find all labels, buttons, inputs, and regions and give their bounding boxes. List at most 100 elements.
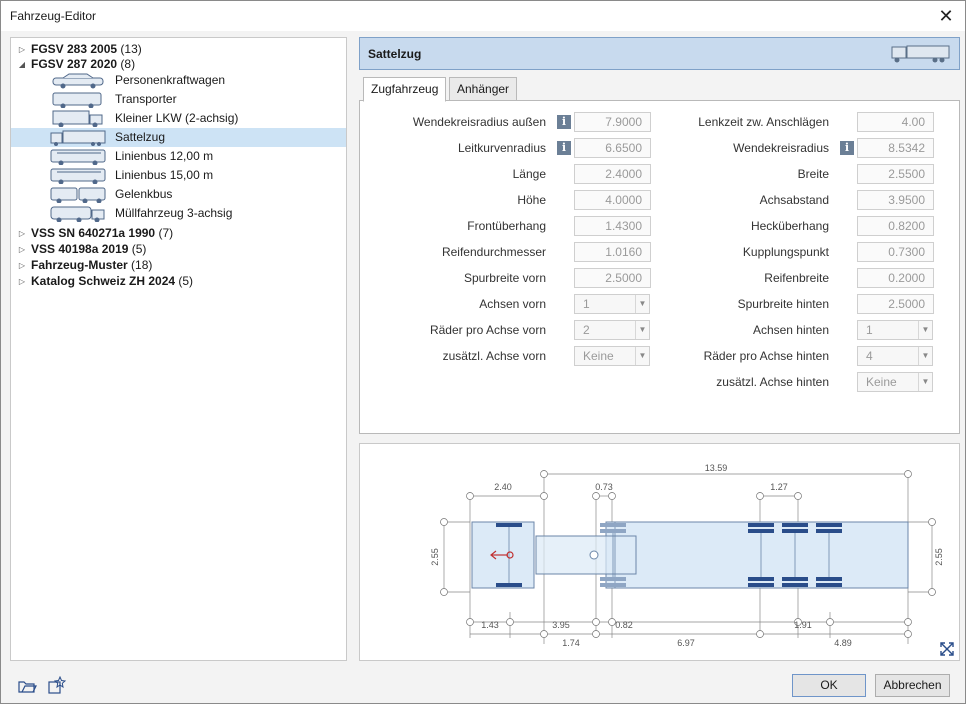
field-label: Breite xyxy=(797,167,829,181)
window-title: Fahrzeug-Editor xyxy=(10,9,97,23)
vehicle-title: Sattelzug xyxy=(368,47,422,61)
field-input[interactable]: 6.6500 xyxy=(574,138,651,158)
tree-item[interactable]: Linienbus 15,00 m xyxy=(11,166,346,185)
tree-item[interactable]: Sattelzug xyxy=(11,128,346,147)
bus-icon xyxy=(50,168,106,184)
tab-anhaenger[interactable]: Anhänger xyxy=(449,77,518,101)
field-input[interactable]: 0.8200 xyxy=(857,216,934,236)
dim-wheelbase: 3.95 xyxy=(552,620,570,630)
tree-group-name: FGSV 283 2005 xyxy=(31,42,118,56)
chevron-down-icon[interactable]: ▼ xyxy=(635,321,649,339)
tree-group-label: FGSV 287 2020 (8) xyxy=(31,55,135,74)
chevron-down-icon[interactable]: ▼ xyxy=(918,321,932,339)
tree-item[interactable]: Gelenkbus xyxy=(11,185,346,204)
tree-group-label: VSS 40198a 2019 (5) xyxy=(31,240,146,259)
field-combo[interactable]: 1▼ xyxy=(857,320,933,340)
vehicle-tree[interactable]: ▷ FGSV 283 2005 (13) ◢ FGSV 287 2020 (8)Per… xyxy=(10,37,347,661)
field-combo[interactable]: 4▼ xyxy=(857,346,933,366)
dim-b2: 6.97 xyxy=(677,638,695,648)
field-label: Wendekreisradius außen xyxy=(412,115,546,129)
field-combo[interactable]: 1▼ xyxy=(574,294,650,314)
field-label: Räder pro Achse hinten xyxy=(703,349,829,363)
field-label: Achsen vorn xyxy=(479,297,546,311)
field-label: Lenkzeit zw. Anschlägen xyxy=(698,115,829,129)
collapsed-arrow-icon[interactable]: ▷ xyxy=(18,277,26,286)
combo-value: Keine xyxy=(866,375,897,389)
dim-coupling: 0.73 xyxy=(595,482,613,492)
field-input[interactable]: 2.4000 xyxy=(574,164,651,184)
field-label: Kupplungspunkt xyxy=(742,245,829,259)
field-input[interactable]: 7.9000 xyxy=(574,112,651,132)
collapsed-arrow-icon[interactable]: ▷ xyxy=(18,261,26,270)
field-combo[interactable]: 2▼ xyxy=(574,320,650,340)
van-icon xyxy=(52,92,102,108)
tab-zugfahrzeug[interactable]: Zugfahrzeug xyxy=(363,77,447,102)
dim-front-length: 2.40 xyxy=(494,482,512,492)
dim-trailer-axle: 1.91 xyxy=(794,620,812,630)
field-label: Reifendurchmesser xyxy=(441,245,546,259)
field-input[interactable]: 8.5342 xyxy=(857,138,934,158)
truck-icon xyxy=(52,110,103,127)
field-input[interactable]: 2.5000 xyxy=(857,294,934,314)
field-label: Wendekreisradius xyxy=(733,141,829,155)
expanded-arrow-icon[interactable]: ◢ xyxy=(18,60,26,69)
tree-group-label: FGSV 283 2005 (13) xyxy=(31,40,142,59)
chevron-down-icon[interactable]: ▼ xyxy=(918,347,932,365)
cancel-button[interactable]: Abbrechen xyxy=(875,674,950,697)
field-input[interactable]: 1.4300 xyxy=(574,216,651,236)
tree-item-label: Gelenkbus xyxy=(115,187,173,201)
field-input[interactable]: 2.5000 xyxy=(574,268,651,288)
chevron-down-icon[interactable]: ▼ xyxy=(635,295,649,313)
dim-width-right: 2.55 xyxy=(934,548,944,566)
tree-group-count: (13) xyxy=(120,42,142,56)
tree-group-label: VSS SN 640271a 1990 (7) xyxy=(31,224,173,243)
tree-item[interactable]: Müllfahrzeug 3-achsig xyxy=(11,204,346,223)
tree-item[interactable]: Personenkraftwagen xyxy=(11,71,346,90)
field-input[interactable]: 4.00 xyxy=(857,112,934,132)
field-label: Achsen hinten xyxy=(752,323,829,337)
chevron-down-icon[interactable]: ▼ xyxy=(635,347,649,365)
info-icon[interactable]: i xyxy=(557,115,571,129)
tree-item-label: Linienbus 12,00 m xyxy=(115,149,214,163)
field-input[interactable]: 3.9500 xyxy=(857,190,934,210)
field-combo[interactable]: Keine▼ xyxy=(574,346,650,366)
field-label: zusätzl. Achse hinten xyxy=(716,375,829,389)
field-label: Frontüberhang xyxy=(467,219,546,233)
combo-value: 2 xyxy=(583,323,590,337)
zoom-fit-icon[interactable] xyxy=(940,642,954,656)
info-icon[interactable]: i xyxy=(840,141,854,155)
field-label: Räder pro Achse vorn xyxy=(429,323,546,337)
tree-item[interactable]: Transporter xyxy=(11,90,346,109)
dim-width-left: 2.55 xyxy=(430,548,440,566)
collapsed-arrow-icon[interactable]: ▷ xyxy=(18,245,26,254)
info-icon[interactable]: i xyxy=(557,141,571,155)
collapsed-arrow-icon[interactable]: ▷ xyxy=(18,229,26,238)
field-input[interactable]: 0.2000 xyxy=(857,268,934,288)
favorite-add-icon[interactable] xyxy=(47,676,67,696)
tree-group-count: (5) xyxy=(178,274,194,288)
dim-front-overhang: 1.43 xyxy=(481,620,499,630)
tree-group-count: (8) xyxy=(120,57,136,71)
close-icon[interactable]: ✕ xyxy=(938,6,954,26)
vehicle-diagram: 13.59 2.40 0.73 1.27 2.55 2.55 1.43 3.95… xyxy=(359,443,960,661)
tree-group-name: VSS 40198a 2019 xyxy=(31,242,129,256)
open-folder-icon[interactable] xyxy=(17,676,37,696)
garbage-truck-icon xyxy=(50,206,105,222)
tree-group-name: VSS SN 640271a 1990 xyxy=(31,226,156,240)
tree-item-label: Müllfahrzeug 3-achsig xyxy=(115,206,233,220)
ok-button[interactable]: OK xyxy=(792,674,866,697)
field-label: Hecküberhang xyxy=(750,219,829,233)
field-label: Reifenbreite xyxy=(764,271,829,285)
tree-item[interactable]: Linienbus 12,00 m xyxy=(11,147,346,166)
chevron-down-icon[interactable]: ▼ xyxy=(918,373,932,391)
field-input[interactable]: 1.0160 xyxy=(574,242,651,262)
tree-item-label: Kleiner LKW (2-achsig) xyxy=(115,111,239,125)
field-input[interactable]: 4.0000 xyxy=(574,190,651,210)
tree-item[interactable]: Kleiner LKW (2-achsig) xyxy=(11,109,346,128)
collapsed-arrow-icon[interactable]: ▷ xyxy=(18,45,26,54)
tree-group-name: Katalog Schweiz ZH 2024 xyxy=(31,274,176,288)
field-label: Spurbreite hinten xyxy=(737,297,829,311)
field-input[interactable]: 0.7300 xyxy=(857,242,934,262)
field-input[interactable]: 2.5500 xyxy=(857,164,934,184)
field-combo[interactable]: Keine ▼ xyxy=(857,372,933,392)
